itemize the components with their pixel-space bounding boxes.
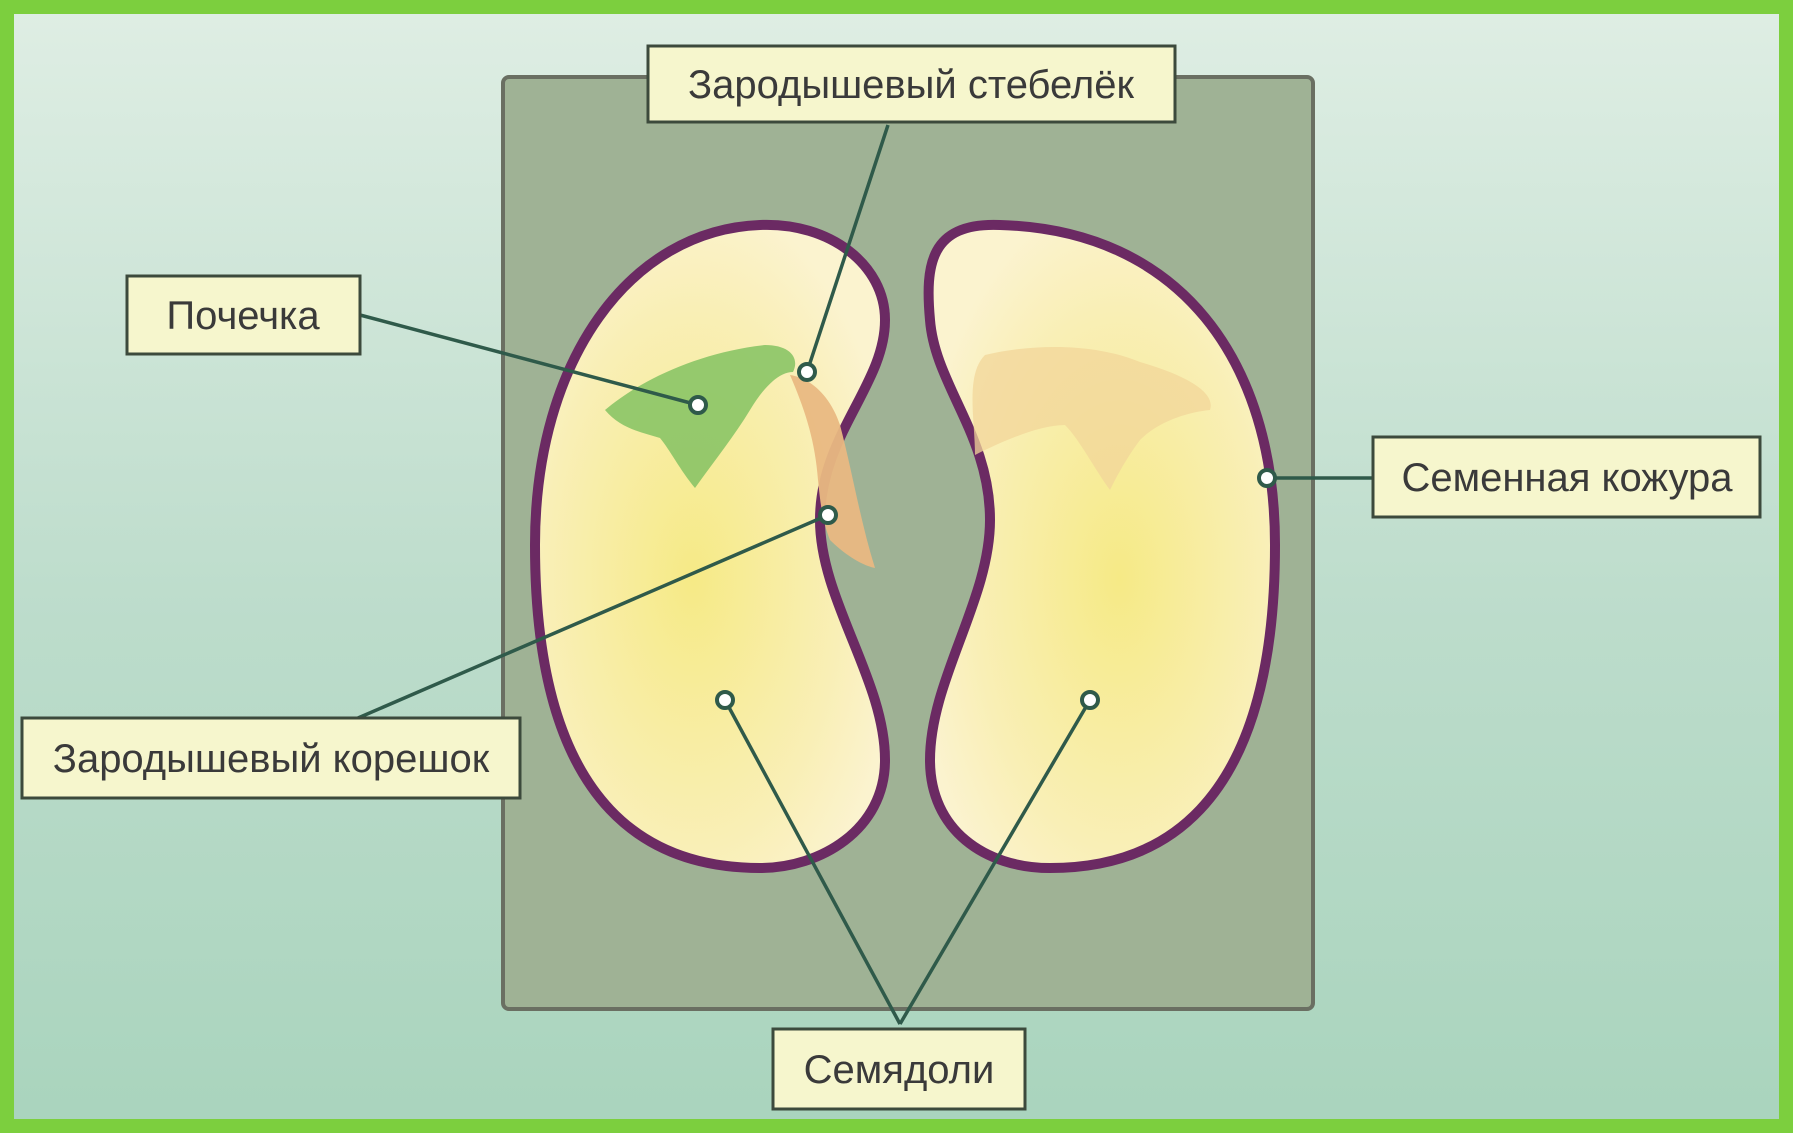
bud-dot [690, 397, 706, 413]
cotyledon-left-dot [717, 692, 733, 708]
label-text-seed-coat: Семенная кожура [1401, 456, 1733, 500]
stem-dot [799, 364, 815, 380]
root-dot [820, 507, 836, 523]
label-text-root: Зародышевый корешок [53, 737, 490, 781]
label-seed-coat: Семенная кожура [1373, 437, 1760, 517]
label-root: Зародышевый корешок [22, 718, 520, 798]
label-cotyledons: Семядоли [773, 1029, 1025, 1109]
label-text-stem: Зародышевый стебелёк [688, 63, 1135, 107]
label-text-bud: Почечка [166, 294, 320, 338]
label-text-cotyledons: Семядоли [804, 1048, 995, 1092]
label-stem: Зародышевый стебелёк [648, 46, 1175, 122]
seed-coat-dot [1259, 470, 1275, 486]
label-bud: Почечка [127, 276, 360, 354]
cotyledon-right-dot [1082, 692, 1098, 708]
